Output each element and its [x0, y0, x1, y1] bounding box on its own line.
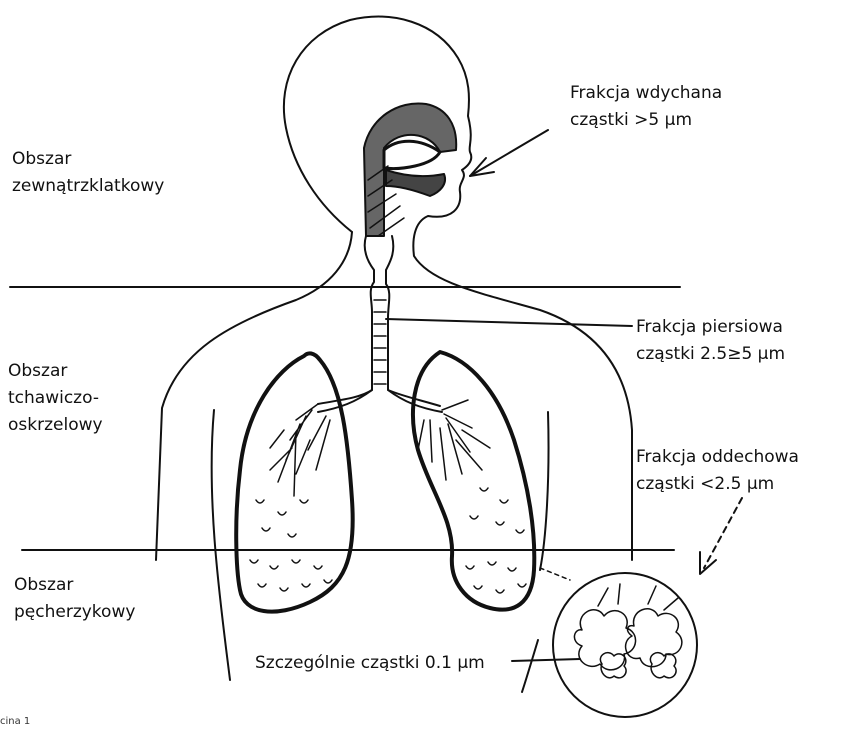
lung-right [413, 352, 534, 610]
zone-label-alveolar: Obszar pęcherzykowy [14, 572, 135, 626]
arm-line-left [212, 410, 230, 680]
arrow-respirable-head [700, 552, 716, 574]
fraction-label-title: Frakcja piersiowa [636, 314, 785, 341]
zone-label-line: tchawiczo- [8, 385, 103, 412]
zone-label-line: zewnątrzklatkowy [12, 173, 164, 200]
fraction-label-title: Frakcja wdychana [570, 80, 722, 107]
zone-label-line: oskrzelowy [8, 412, 103, 439]
body-outline-left [156, 232, 352, 560]
zone-label-line: pęcherzykowy [14, 599, 135, 626]
pointer-ultrafine [512, 659, 580, 661]
fraction-label-inhalable: Frakcja wdychana cząstki >5 μm [570, 80, 722, 134]
tongue [386, 170, 445, 196]
arm-line-right [540, 412, 549, 570]
bronchial-tree-right [418, 400, 490, 480]
zone-label-line: Obszar [12, 146, 164, 173]
bronchial-tree-left [270, 404, 330, 496]
torso-side-right [522, 640, 538, 692]
zone-label-line: Obszar [14, 572, 135, 599]
ultrafine-particles-label: Szczególnie cząstki 0.1 μm [255, 650, 485, 677]
fraction-label-size: cząstki 2.5≥5 μm [636, 341, 785, 368]
figure-caption: cina 1 [0, 716, 30, 727]
alveoli-left [250, 500, 332, 591]
zone-label-extrathoracic: Obszar zewnątrzklatkowy [12, 146, 164, 200]
alveoli-right [466, 488, 526, 593]
arrow-inhalable-shaft [470, 130, 548, 176]
zoom-connector [540, 568, 570, 580]
fraction-label-respirable: Frakcja oddechowa cząstki <2.5 μm [636, 444, 799, 498]
zone-label-tracheobronchial: Obszar tchawiczo- oskrzelowy [8, 358, 103, 439]
arrow-inhalable-head [470, 158, 494, 176]
fraction-label-title: Frakcja oddechowa [636, 444, 799, 471]
fraction-label-size: cząstki >5 μm [570, 107, 722, 134]
fraction-label-size: cząstki <2.5 μm [636, 471, 799, 498]
oral-cavity [384, 141, 440, 168]
alveolar-sac-clusters [574, 584, 681, 678]
pointer-thoracic [386, 319, 632, 326]
trachea-rings [374, 300, 386, 384]
zone-label-line: Obszar [8, 358, 103, 385]
arrow-respirable-shaft [704, 498, 742, 568]
fraction-label-thoracic: Frakcja piersiowa cząstki 2.5≥5 μm [636, 314, 785, 368]
